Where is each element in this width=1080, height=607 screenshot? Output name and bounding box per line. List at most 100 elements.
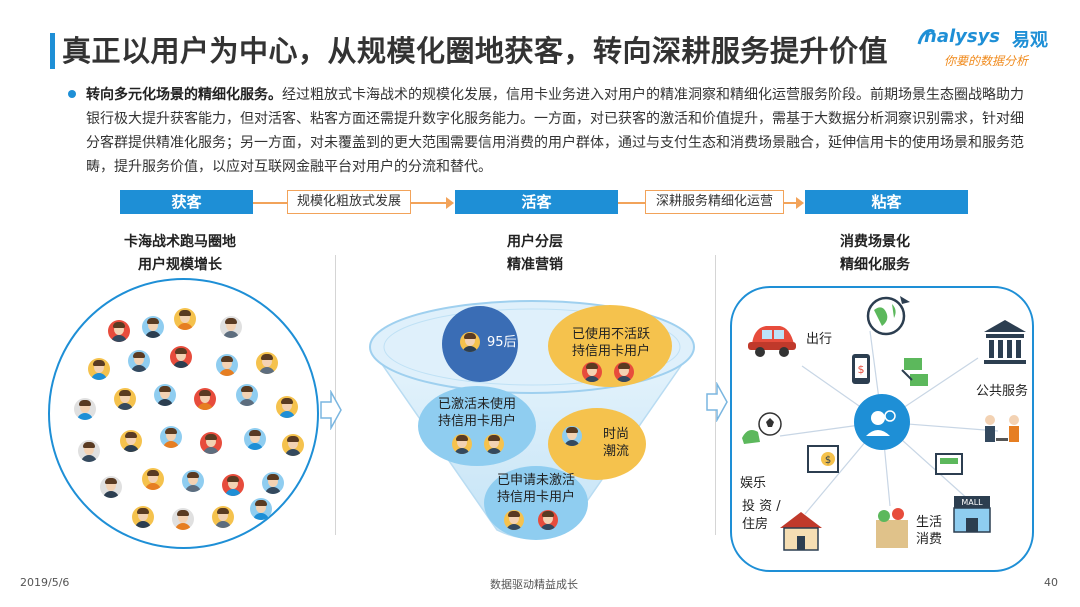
bill-payment-icon: $ [807,445,839,473]
shopping-mall-icon: MALL [953,496,991,533]
scene-life-line2: 消费 [916,532,943,547]
globe-plane-icon [866,296,910,336]
scene-travel-label: 出行 [806,332,833,347]
svg-text:$: $ [858,363,865,376]
user-avatar-icon [200,432,222,454]
user-avatar-icon [120,430,142,452]
scene-invest-label: 投 资 / 住房 [742,498,781,534]
avatar-icon [538,510,558,530]
logo-brand-text: nalysys [924,26,1001,47]
col3-heading: 消费场景化 精细化服务 [795,231,955,277]
avatar-icon [452,434,472,454]
user-avatar-icon [182,470,204,492]
user-avatar-icon [244,428,266,450]
user-avatar-icon [236,384,258,406]
title-accent-bar [50,33,55,69]
entertainment-sports-icon [742,412,782,444]
segment-activated-line1: 已激活未使用 [437,397,516,412]
user-avatar-icon [194,388,216,410]
logo-slogan: 你要的数据分析 [944,54,1029,68]
public-building-icon [984,320,1026,364]
svg-text:$: $ [825,455,831,466]
money-transfer-icon [901,358,928,386]
segment-inactive-bubble [548,305,672,387]
segment-95-bubble [442,306,518,382]
segment-inactive-line1: 已使用不活跃 [571,327,650,342]
user-avatar-icon [100,476,122,498]
segment-applied-line2: 持信用卡用户 [496,490,575,505]
scene-life-line1: 生活 [916,515,943,530]
dining-people-icon [985,415,1019,442]
avatar-icon [504,510,524,530]
footer-center: 数据驱动精益成长 [490,578,578,591]
user-avatar-icon [250,498,272,520]
flow-arrow-4 [784,202,796,204]
scene-life-label: 生活 消费 [916,514,942,548]
col2-heading: 用户分层 精准营销 [455,231,615,277]
col1-line1: 卡海战术跑马圈地 [124,234,236,250]
segment-applied-line1: 已申请未激活 [496,473,575,488]
stage-retain: 粘客 [805,190,968,214]
user-avatar-icon [160,426,182,448]
segment-fashion-line1: 时尚 [602,427,629,442]
scene-invest-line2: 住房 [742,517,769,532]
logo-cn-text: 易观 [1012,30,1048,51]
user-avatar-icon [78,440,100,462]
user-avatar-icon [74,398,96,420]
bullet-dot [68,90,76,98]
avatar-icon [582,362,602,382]
segment-95-label: 95后 [487,335,517,350]
car-icon [748,326,796,357]
segment-applied-bubble [484,466,588,540]
user-avatar-icon [88,358,110,380]
segment-inactive-line2: 持信用卡用户 [571,344,650,359]
col3-line1: 消费场景化 [840,234,910,250]
avatar-icon [614,362,634,382]
col3-line2: 精细化服务 [840,257,910,273]
connector-deep: 深耕服务精细化运营 [645,190,784,214]
user-avatar-icon [262,472,284,494]
user-avatar-icon [142,316,164,338]
scene-invest-line1: 投 资 / [742,499,781,514]
mobile-payment-icon: $ [852,354,870,384]
intro-paragraph: 转向多元化场景的精细化服务。经过粗放式卡海战术的规模化发展，信用卡业务进入对用户… [86,83,1036,179]
scene-public-label: 公共服务 [976,384,1029,399]
user-avatar-icon [220,316,242,338]
segment-activated-bubble [418,386,536,466]
service-hub-circle [854,394,910,450]
connector-scale: 规模化粗放式发展 [287,190,411,214]
right-arrow-icon [320,390,342,430]
avatar-icon [484,434,504,454]
user-avatar-icon [174,308,196,330]
intro-lead: 转向多元化场景的精细化服务。 [86,87,282,103]
flow-arrowhead-2 [446,197,454,209]
col1-line2: 用户规模增长 [138,257,222,273]
col1-heading: 卡海战术跑马圈地 用户规模增长 [100,231,260,277]
user-avatar-icon [282,434,304,456]
intro-body: 经过粗放式卡海战术的规模化发展，信用卡业务进入对用户的精准洞察和精细化运营服务阶… [86,87,1024,175]
stage-activate: 活客 [455,190,618,214]
column-divider-1 [335,255,336,535]
flow-arrow-3 [618,202,645,204]
avatar-icon [562,426,582,446]
house-icon [780,512,822,551]
user-avatar-icon [216,354,238,376]
flow-arrowhead-4 [796,197,804,209]
user-avatar-icon [142,468,164,490]
user-avatar-icon [132,506,154,528]
customer-service-icon [866,410,896,436]
user-avatar-icon [114,388,136,410]
segment-fashion-line2: 潮流 [602,444,629,459]
col2-line1: 用户分层 [507,234,563,250]
user-avatar-icon [154,384,176,406]
footer-date: 2019/5/6 [20,576,70,589]
scene-entertainment-label: 娱乐 [740,476,767,491]
cash-icon [935,453,963,475]
avatar-icon [460,332,480,352]
flow-arrow-2 [410,202,446,204]
segment-activated-label: 已激活未使用 持信用卡用户 [427,396,527,430]
segment-inactive-label: 已使用不活跃 持信用卡用户 [561,326,661,360]
analysys-logo: nalysys 易观 你要的数据分析 [917,26,1064,72]
segment-fashion-label: 时尚 潮流 [596,426,636,460]
user-avatar-icon [212,506,234,528]
